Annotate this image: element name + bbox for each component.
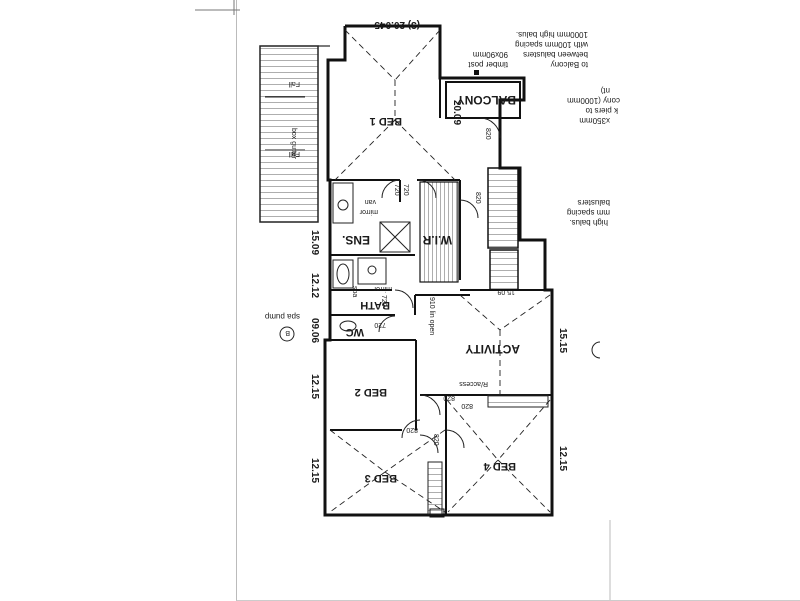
vanity-note: van: [365, 198, 376, 205]
interior-walls: [330, 78, 552, 515]
door-width: 820: [432, 434, 439, 446]
mirror-note: mirror: [359, 208, 378, 215]
piers-note: nt): [600, 86, 610, 95]
door-width: 720: [402, 184, 409, 196]
grid-marker-partial: [591, 341, 601, 359]
door-width: 820: [406, 426, 418, 433]
door-swings: [378, 117, 501, 454]
linen-note: 910 lin open: [428, 297, 435, 335]
door-width: 720: [393, 184, 400, 196]
fall-label: Fall: [288, 80, 300, 87]
room-label-bed2: BED 2: [355, 386, 387, 398]
door-width: 820: [484, 128, 491, 140]
fall-label: Fall: [288, 150, 300, 157]
door-width: 820: [443, 394, 455, 401]
spa-note: spa: [351, 286, 358, 297]
room-label-bed3: BED 3: [365, 472, 397, 484]
bath-vanity-icon: [357, 257, 387, 285]
basin-icon: [337, 199, 349, 211]
door-width: 820: [474, 192, 481, 204]
spa-bath-icon: [332, 259, 354, 289]
grid-marker-label: B: [285, 329, 290, 336]
roof-lines: [329, 29, 551, 513]
dimension-left: 12.15: [309, 374, 320, 399]
robe-icon: [427, 461, 443, 515]
staircase: [419, 167, 519, 291]
room-label-bed4: BED 4: [483, 460, 516, 472]
balcony: BALCONY 20.09: [445, 81, 521, 125]
roof-deck: Fall Fall box gutter: [259, 45, 330, 223]
balustrade-note: 1000mm high balus.: [516, 30, 588, 39]
post-note: 90x90mm: [473, 50, 508, 59]
dimension-right: 15.15: [557, 328, 568, 353]
balcony-label: BALCONY: [457, 93, 516, 107]
roof-access-note: R/access: [459, 380, 488, 387]
dimension-right: 12.15: [557, 446, 568, 471]
balustrade-note: between balusters: [523, 50, 588, 59]
room-label-wir: W.I.R: [422, 233, 452, 247]
dimension-left: 09.06: [309, 318, 320, 343]
stair-balustrade-note: balusters: [578, 198, 610, 207]
fixtures: [332, 182, 549, 515]
door-width: 720: [380, 295, 387, 307]
door-width: 820: [461, 402, 473, 409]
dimension-left: 15.09: [309, 230, 320, 255]
timber-post-icon: [474, 70, 479, 75]
toilet-icon: [339, 320, 357, 332]
grid-marker-b: B: [279, 326, 295, 342]
room-label-ensuite: ENS.: [342, 233, 370, 247]
dimension-left: 12.15: [309, 458, 320, 483]
box-gutter-label: box gutter: [290, 128, 297, 160]
balustrade-note: with 100mm spacing: [515, 40, 589, 49]
dimension-top: (3) 20.045: [374, 19, 420, 30]
spa-pump-note: spa pump: [264, 312, 300, 321]
vanity-icon: [332, 182, 354, 224]
balustrade-note: to Balcony: [551, 60, 588, 69]
post-note: timber post: [468, 60, 508, 69]
door-width: 720: [374, 321, 386, 328]
dimension-left: 12.12: [309, 273, 320, 298]
stair-level-note: 15.09: [497, 288, 515, 295]
room-label-activity: ACTIVITY: [465, 342, 520, 356]
robe-icon: [487, 394, 549, 408]
stair-balustrade-note: mm spacing: [567, 208, 610, 217]
shower-icon: [379, 221, 411, 253]
balcony-level: 20.09: [451, 100, 462, 125]
piers-note: k piers to: [585, 106, 618, 115]
piers-note: x350mm: [579, 116, 610, 125]
room-label-bed1: BED 1: [370, 115, 402, 127]
mirror-note: mirror: [373, 285, 392, 292]
window-sill-icon: [429, 508, 445, 518]
stair-balustrade-note: high balus.: [569, 218, 608, 227]
room-label-bath: BATH: [360, 299, 390, 311]
room-label-wc: WC: [346, 326, 364, 338]
piers-note: cony (1000mm: [567, 96, 620, 105]
